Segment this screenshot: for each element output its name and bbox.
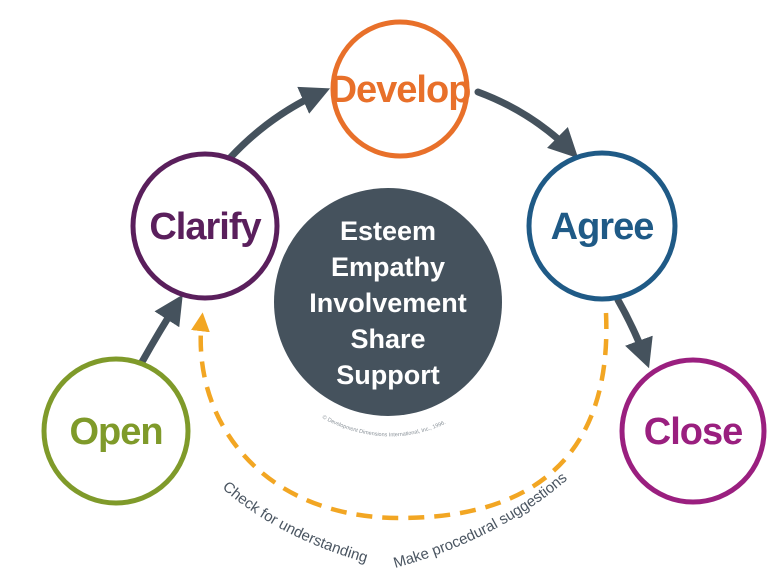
feedback-loop-dashed-arrow bbox=[191, 312, 609, 521]
center-value-support: Support bbox=[336, 360, 439, 390]
check-for-understanding-caption: Check for understanding bbox=[219, 478, 369, 566]
node-clarify-label: Clarify bbox=[149, 206, 261, 248]
check-for-understanding-text: Check for understanding bbox=[219, 478, 369, 566]
node-clarify: Clarify bbox=[130, 151, 280, 301]
arrow-open-to-clarify bbox=[138, 294, 183, 366]
arrow-agree-to-close bbox=[614, 296, 653, 369]
center-value-empathy: Empathy bbox=[331, 252, 445, 282]
node-open: Open bbox=[41, 356, 191, 506]
node-close: Close bbox=[619, 357, 767, 505]
node-close-label: Close bbox=[644, 411, 742, 453]
center-value-share: Share bbox=[350, 324, 425, 354]
node-develop: Develop bbox=[330, 19, 471, 159]
node-agree-label: Agree bbox=[551, 206, 654, 248]
center-value-esteem: Esteem bbox=[340, 216, 436, 246]
node-agree: Agree bbox=[526, 150, 678, 302]
node-open-label: Open bbox=[69, 411, 162, 453]
center-value-involvement: Involvement bbox=[309, 288, 467, 318]
make-procedural-suggestions-caption: Make procedural suggestions bbox=[392, 469, 571, 572]
copyright-notice: © Development Dimensions International, … bbox=[321, 414, 447, 439]
copyright-text: © Development Dimensions International, … bbox=[321, 414, 447, 439]
arrow-develop-to-agree bbox=[474, 88, 579, 159]
make-procedural-suggestions-text: Make procedural suggestions bbox=[392, 469, 571, 572]
node-develop-label: Develop bbox=[330, 69, 471, 111]
arrow-clarify-to-develop bbox=[226, 86, 331, 162]
center-values-circle: Esteem Empathy Involvement Share Support bbox=[274, 188, 502, 416]
